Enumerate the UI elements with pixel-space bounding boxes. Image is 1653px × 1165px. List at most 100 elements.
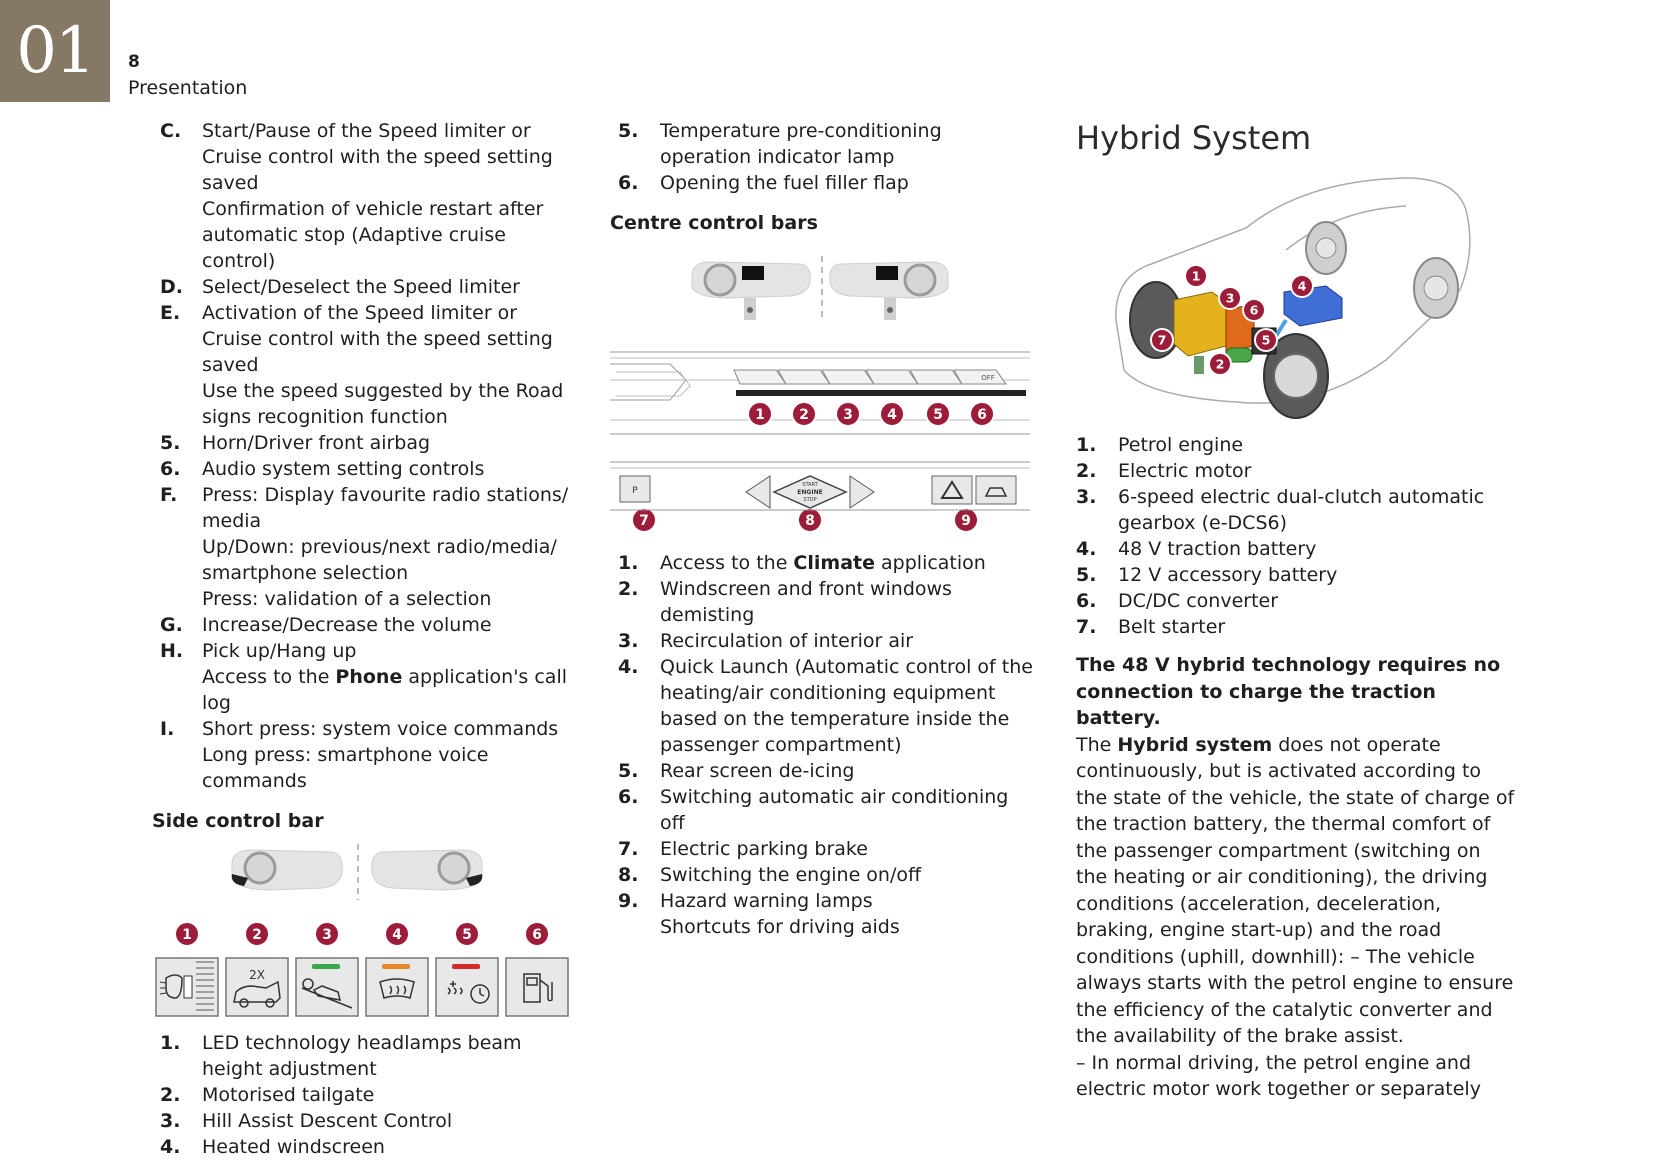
- number-badge: 4: [879, 401, 905, 427]
- list-item-text: Horn/Driver front airbag: [202, 432, 431, 454]
- list-item-continuation: Press: validation of a selection: [202, 588, 492, 610]
- svg-text:4: 4: [887, 407, 897, 423]
- list-item: 6. Opening the fuel filler flap: [618, 170, 1038, 196]
- column-steering-controls: C.Start/Pause of the Speed limiter or Cr…: [152, 118, 580, 1160]
- list-item-number: 9.: [618, 890, 639, 912]
- list-item-text: Select/Deselect the Speed limiter: [202, 276, 520, 298]
- windscreen-demist-button[interactable]: [777, 369, 831, 385]
- list-item-text: Opening the fuel filler flap: [660, 172, 909, 194]
- climate-control-bar: OFF: [610, 351, 1030, 435]
- hybrid-description-normal-driving: – In normal driving, the petrol engine a…: [1076, 1051, 1481, 1101]
- driving-aids-car-icon: [984, 487, 1008, 497]
- svg-text:2: 2: [1216, 357, 1225, 372]
- svg-text:7: 7: [639, 513, 649, 529]
- hybrid-requirement-note: The 48 V hybrid technology requires no c…: [1076, 654, 1501, 729]
- list-item: 2. Windscreen and front windows demisting: [618, 576, 1038, 628]
- recirculation-button[interactable]: [821, 369, 875, 385]
- engine-start-stop-button[interactable]: [772, 475, 848, 509]
- list-item: 4.Heated windscreen: [160, 1134, 580, 1160]
- climate-app-button[interactable]: [733, 369, 787, 385]
- list-item-number: 2.: [618, 578, 639, 600]
- list-item-text: Electric parking brake: [660, 838, 868, 860]
- svg-text:3: 3: [1226, 291, 1235, 306]
- quick-launch-button[interactable]: [865, 369, 919, 385]
- list-item-text: Rear screen de-icing: [660, 760, 855, 782]
- shortcuts-line: Shortcuts for driving aids: [660, 916, 900, 938]
- list-item-number: 4.: [1076, 538, 1097, 560]
- list-item-number: 1.: [618, 552, 639, 574]
- list-item-number: I.: [160, 718, 175, 740]
- car-outline: [1115, 177, 1471, 404]
- heated-windscreen-icon: [379, 978, 415, 999]
- svg-text:5: 5: [933, 407, 943, 423]
- list-item-text: Hazard warning lamps: [660, 890, 873, 912]
- parking-brake-button[interactable]: [619, 475, 651, 503]
- svg-text:5: 5: [462, 927, 472, 943]
- petrol-engine-shape: [1173, 291, 1227, 357]
- list-item-text: Windscreen and front windows demisting: [660, 578, 952, 626]
- list-item: 5.Rear screen de-icing: [618, 758, 1038, 784]
- fuel-flap-button[interactable]: [505, 957, 569, 1017]
- number-badge: 6: [524, 921, 550, 947]
- list-item-text: Access to the Climate application: [660, 552, 986, 574]
- list-item-text: Activation of the Speed limiter or Cruis…: [202, 302, 553, 376]
- list-item-number: 6.: [618, 172, 639, 194]
- svg-text:6: 6: [977, 407, 987, 423]
- list-item: 9. Hazard warning lamps: [618, 888, 1038, 914]
- number-badge: 2: [791, 401, 817, 427]
- rear-screen-deicing-button[interactable]: [909, 369, 963, 385]
- number-badge: 5: [925, 401, 951, 427]
- number-badge: 1: [174, 921, 200, 947]
- page-number: 8: [128, 52, 140, 72]
- list-item-number: E.: [160, 302, 181, 324]
- svg-text:7: 7: [1158, 333, 1167, 348]
- list-item-text: Heated windscreen: [202, 1136, 385, 1158]
- list-item-text: Audio system setting controls: [202, 458, 485, 480]
- headlamp-icon: [159, 961, 214, 1011]
- list-item-text: 6-speed electric dual-clutch automatic g…: [1118, 486, 1485, 534]
- number-badge: 3: [835, 401, 861, 427]
- list-item-number: 2.: [160, 1084, 181, 1106]
- list-item-number: 5.: [1076, 564, 1097, 586]
- number-badge: 6: [969, 401, 995, 427]
- list-item-number: 3.: [1076, 486, 1097, 508]
- side-buttons: 2X: [155, 957, 569, 1017]
- list-item-text: Electric motor: [1118, 460, 1252, 482]
- list-item-text: Start/Pause of the Speed limiter or Crui…: [202, 120, 553, 194]
- number-badge: 2: [244, 921, 270, 947]
- svg-text:3: 3: [322, 927, 332, 943]
- driving-aids-shortcut-button[interactable]: [975, 475, 1017, 505]
- list-item-continuation: Long press: smartphone voice commands: [202, 744, 489, 792]
- list-item: 3. 6-speed electric dual-clutch automatic…: [1076, 484, 1516, 536]
- engine-label: ENGINE: [797, 489, 822, 496]
- list-item-number: 6.: [618, 786, 639, 808]
- number-badge: 6: [1242, 298, 1266, 322]
- engine-stop-label: STOP: [803, 497, 816, 503]
- list-item: 8.Switching the engine on/off: [618, 862, 1038, 888]
- ac-off-button[interactable]: [953, 369, 1007, 385]
- number-badge: 7: [1150, 328, 1174, 352]
- list-item: 1.LED technology headlamps beam height a…: [160, 1030, 580, 1082]
- hazard-triangle-icon: [940, 480, 964, 499]
- number-badge: 7: [631, 507, 657, 533]
- svg-text:3: 3: [843, 407, 853, 423]
- list-item: 1. Access to the Climate application: [618, 550, 1038, 576]
- left-arrow-icon: [745, 475, 771, 509]
- temperature-fuel-list: 5.Temperature pre-conditioning operation…: [618, 118, 1038, 196]
- list-item-number: 2.: [1076, 460, 1097, 482]
- hill-descent-icon: [301, 978, 353, 1009]
- list-item-text: Hill Assist Descent Control: [202, 1110, 453, 1132]
- list-item: 5.Horn/Driver front airbag: [160, 430, 580, 456]
- svg-text:6: 6: [1250, 303, 1259, 318]
- list-item: 1.Petrol engine: [1076, 432, 1516, 458]
- svg-text:9: 9: [961, 513, 971, 529]
- list-item-number: 7.: [618, 838, 639, 860]
- list-item-text: Recirculation of interior air: [660, 630, 914, 652]
- list-item: G.Increase/Decrease the volume: [160, 612, 580, 638]
- ac-off-label: OFF: [981, 374, 995, 382]
